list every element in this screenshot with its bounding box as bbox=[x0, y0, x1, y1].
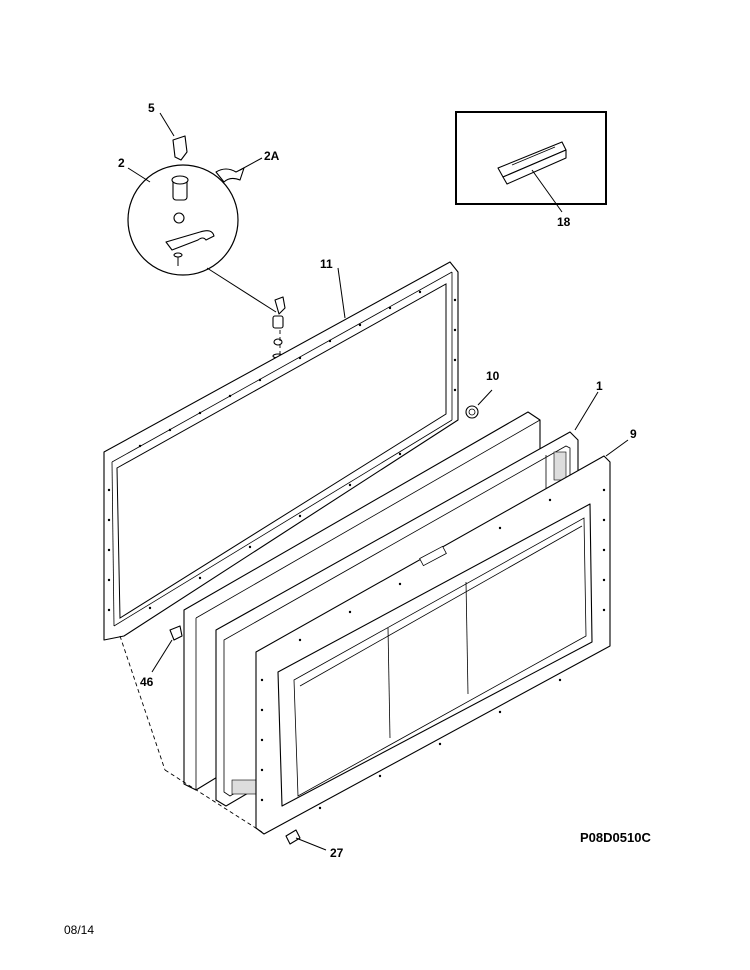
part-9-door-frame bbox=[255, 439, 629, 835]
callout-11: 11 bbox=[320, 257, 333, 271]
callout-2a: 2A bbox=[264, 149, 280, 163]
callout-2: 2 bbox=[118, 156, 125, 170]
alignment-dashes bbox=[119, 635, 263, 833]
diagram-code: P08D0510C bbox=[580, 830, 651, 845]
part-10-bumper bbox=[465, 389, 493, 419]
callout-10: 10 bbox=[486, 369, 500, 383]
inset-box-part-18 bbox=[455, 111, 607, 213]
diagram-date: 08/14 bbox=[64, 923, 94, 937]
callout-27: 27 bbox=[330, 846, 344, 860]
callout-46: 46 bbox=[140, 675, 154, 689]
part-46-screw bbox=[151, 625, 183, 673]
part-11-breaker-frame bbox=[103, 261, 459, 641]
leader-lines bbox=[127, 112, 263, 183]
callout-5: 5 bbox=[148, 101, 155, 115]
callout-1: 1 bbox=[596, 379, 603, 393]
callout-9: 9 bbox=[630, 427, 637, 441]
lock-detail-circle bbox=[127, 135, 277, 313]
callout-18: 18 bbox=[557, 215, 571, 229]
part-27-screw bbox=[285, 829, 327, 851]
